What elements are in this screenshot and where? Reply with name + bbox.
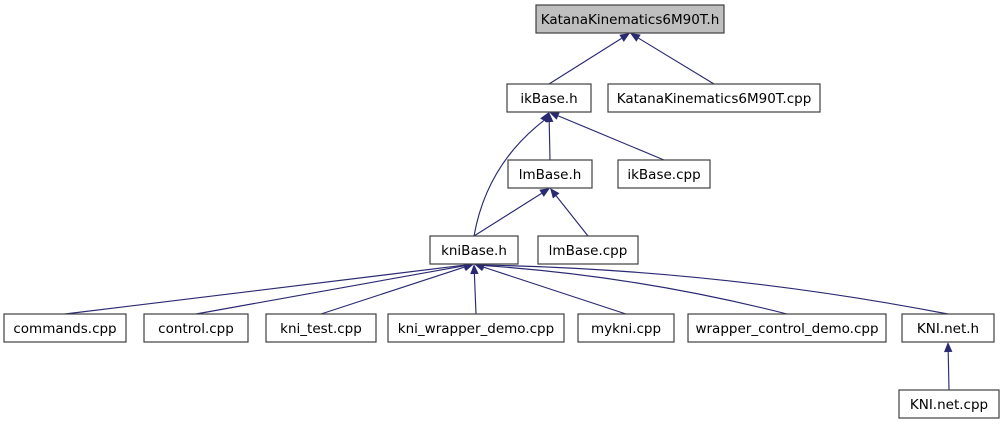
node-layer: KatanaKinematics6M90T.h ikBase.h KatanaKin… xyxy=(3,4,1000,419)
edge-commands-to-knibase_h xyxy=(64,264,465,315)
node-label-knibase_h: kniBase.h xyxy=(441,243,507,259)
node-label-mykni: mykni.cpp xyxy=(591,321,661,337)
node-box-ikbase_cpp[interactable] xyxy=(617,159,711,189)
node-commands[interactable]: commands.cpp xyxy=(3,313,127,343)
node-label-wrapper_demo: kni_wrapper_demo.cpp xyxy=(398,321,554,337)
node-katana_h[interactable]: KatanaKinematics6M90T.h xyxy=(535,4,725,34)
arrowhead-knibase_h-to-ikbase_h xyxy=(540,112,549,123)
node-box-lmbase_h[interactable] xyxy=(507,159,593,189)
node-label-ikbase_h: ikBase.h xyxy=(520,91,577,107)
arrowhead-knibase_h-to-lmbase_h xyxy=(539,188,550,197)
node-wrapper_ctl[interactable]: wrapper_control_demo.cpp xyxy=(687,313,887,343)
node-label-wrapper_ctl: wrapper_control_demo.cpp xyxy=(695,321,878,337)
node-lmbase_h[interactable]: lmBase.h xyxy=(507,159,593,189)
edge-wrapper_ctl-to-knibase_h xyxy=(483,265,788,315)
node-katana_cpp[interactable]: KatanaKinematics6M90T.cpp xyxy=(607,83,821,113)
edge-kni_net_h-to-knibase_h xyxy=(483,264,949,315)
node-mykni[interactable]: mykni.cpp xyxy=(577,313,675,343)
node-kni_net_h[interactable]: KNI.net.h xyxy=(901,313,995,343)
node-box-knibase_h[interactable] xyxy=(429,235,519,265)
node-label-kni_net_cpp: KNI.net.cpp xyxy=(910,397,988,413)
edge-control-to-knibase_h xyxy=(195,265,465,315)
node-box-katana_h[interactable] xyxy=(535,4,725,34)
node-label-kni_test: kni_test.cpp xyxy=(280,321,362,337)
edge-lmbase_cpp-to-lmbase_h xyxy=(555,195,589,237)
node-label-katana_h: KatanaKinematics6M90T.h xyxy=(541,12,720,28)
edge-layer xyxy=(64,33,953,391)
node-box-kni_net_cpp[interactable] xyxy=(898,389,1000,419)
node-box-ikbase_h[interactable] xyxy=(506,83,592,113)
node-ikbase_h[interactable]: ikBase.h xyxy=(506,83,592,113)
node-kni_test[interactable]: kni_test.cpp xyxy=(265,313,377,343)
node-box-katana_cpp[interactable] xyxy=(607,83,821,113)
arrowhead-wrapper_demo-to-knibase_h xyxy=(470,264,479,275)
arrowhead-ikbase_cpp-to-ikbase_h xyxy=(549,111,560,120)
node-label-control: control.cpp xyxy=(158,321,234,337)
edge-wrapper_demo-to-knibase_h xyxy=(473,273,477,315)
node-box-kni_net_h[interactable] xyxy=(901,313,995,343)
edge-katana_cpp-to-katana_h xyxy=(638,37,715,85)
node-label-commands: commands.cpp xyxy=(13,321,116,337)
node-box-wrapper_ctl[interactable] xyxy=(687,313,887,343)
node-lmbase_cpp[interactable]: lmBase.cpp xyxy=(537,235,639,265)
node-ikbase_cpp[interactable]: ikBase.cpp xyxy=(617,159,711,189)
node-box-control[interactable] xyxy=(143,313,249,343)
node-label-kni_net_h: KNI.net.h xyxy=(917,321,979,337)
node-box-kni_test[interactable] xyxy=(265,313,377,343)
arrowhead-kni_test-to-knibase_h xyxy=(463,263,474,272)
node-knibase_h[interactable]: kniBase.h xyxy=(429,235,519,265)
edge-ikbase_h-to-katana_h xyxy=(548,37,622,85)
arrowhead-lmbase_cpp-to-lmbase_h xyxy=(550,188,560,199)
node-box-mykni[interactable] xyxy=(577,313,675,343)
edge-kni_net_cpp-to-kni_net_h xyxy=(947,351,950,391)
node-label-katana_cpp: KatanaKinematics6M90T.cpp xyxy=(617,91,812,107)
node-box-wrapper_demo[interactable] xyxy=(387,313,565,343)
node-label-lmbase_h: lmBase.h xyxy=(519,167,582,183)
edge-knibase_h-to-ikbase_h xyxy=(473,120,545,237)
arrowhead-kni_net_cpp-to-kni_net_h xyxy=(944,342,953,353)
edge-lmbase_h-to-ikbase_h xyxy=(548,121,551,161)
edge-ikbase_cpp-to-ikbase_h xyxy=(558,115,665,161)
node-label-ikbase_cpp: ikBase.cpp xyxy=(627,167,700,183)
arrowhead-katana_cpp-to-katana_h xyxy=(630,33,641,42)
node-box-lmbase_cpp[interactable] xyxy=(537,235,639,265)
node-wrapper_demo[interactable]: kni_wrapper_demo.cpp xyxy=(387,313,565,343)
node-label-lmbase_cpp: lmBase.cpp xyxy=(549,243,628,259)
edge-mykni-to-knibase_h xyxy=(483,266,627,315)
edge-kni_test-to-knibase_h xyxy=(320,266,465,315)
node-box-commands[interactable] xyxy=(3,313,127,343)
arrowhead-ikbase_h-to-katana_h xyxy=(619,33,630,42)
node-control[interactable]: control.cpp xyxy=(143,313,249,343)
node-kni_net_cpp[interactable]: KNI.net.cpp xyxy=(898,389,1000,419)
edge-knibase_h-to-lmbase_h xyxy=(473,192,542,237)
